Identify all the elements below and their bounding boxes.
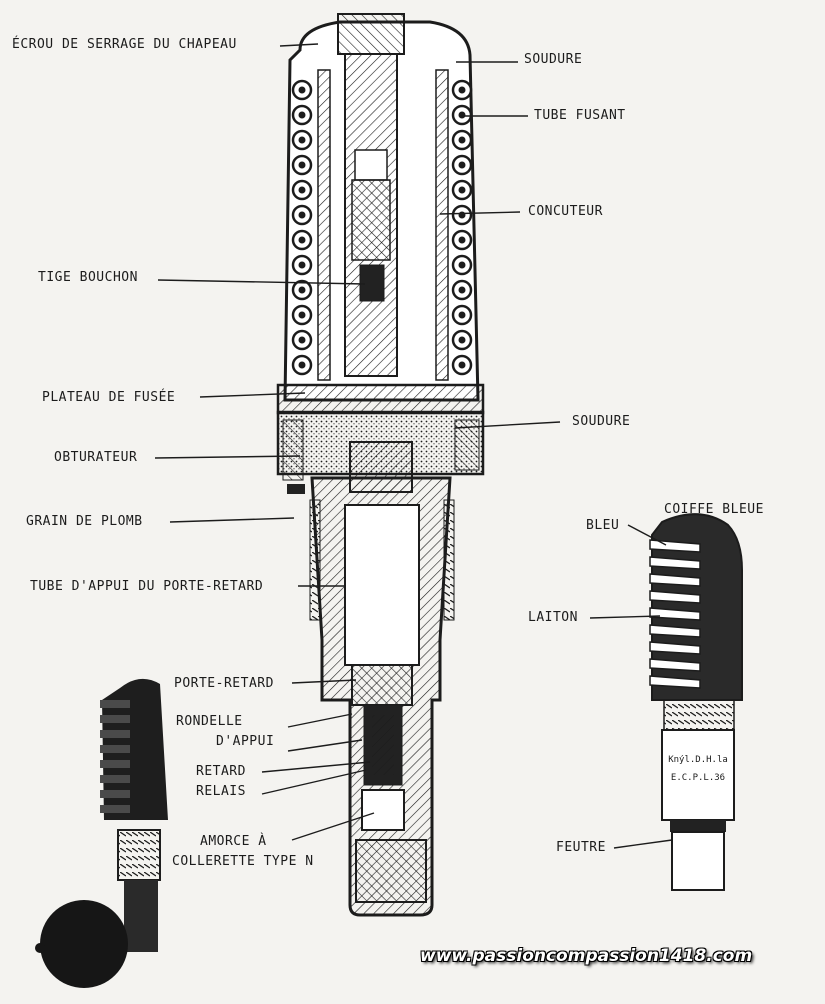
laiton-rib bbox=[649, 607, 701, 621]
coil-bead-core bbox=[298, 311, 306, 319]
label-obturateur: OBTURATEUR bbox=[54, 450, 138, 465]
label-rondelle-2: D'APPUI bbox=[216, 734, 275, 749]
photo-rib bbox=[100, 790, 130, 798]
bottom-cap bbox=[355, 839, 427, 903]
label-coiffe: COIFFE BLEUE bbox=[664, 502, 764, 517]
label-porte-retard: PORTE-RETARD bbox=[174, 676, 274, 691]
photo-ball-knob bbox=[35, 943, 45, 953]
coil-bead-core bbox=[298, 261, 306, 269]
coil-bead-core bbox=[458, 336, 466, 344]
label-soudure-mid: SOUDURE bbox=[572, 414, 631, 429]
label-rondelle-1: RONDELLE bbox=[176, 714, 243, 729]
thread-left bbox=[309, 499, 321, 621]
coil-bead-core bbox=[458, 161, 466, 169]
label-amorce-1: AMORCE À bbox=[200, 834, 267, 849]
photo-rib bbox=[100, 700, 130, 708]
coil-bead-core bbox=[298, 211, 306, 219]
laiton-rib bbox=[649, 641, 701, 655]
label-tube-fusant: TUBE FUSANT bbox=[534, 108, 626, 123]
photo-ball bbox=[40, 900, 128, 988]
coil-bead-core bbox=[458, 136, 466, 144]
coil-bead-core bbox=[458, 111, 466, 119]
label-amorce-2: COLLERETTE TYPE N bbox=[172, 854, 314, 869]
label-plateau: PLATEAU DE FUSÉE bbox=[42, 390, 176, 405]
coil-bead-core bbox=[298, 186, 306, 194]
laiton-rib bbox=[649, 556, 701, 570]
tube-appui-bore bbox=[344, 504, 420, 666]
laiton-rib bbox=[649, 658, 701, 672]
laiton-rib bbox=[649, 573, 701, 587]
feutre-ring bbox=[670, 820, 726, 832]
coil-bead-core bbox=[298, 136, 306, 144]
right-fuse-view bbox=[649, 513, 743, 891]
photo-fuse bbox=[35, 678, 168, 988]
label-feutre: FEUTRE bbox=[556, 840, 606, 855]
obturateur-left bbox=[282, 419, 304, 481]
photo-rib bbox=[100, 715, 130, 723]
concuteur-cavity bbox=[354, 149, 388, 181]
coil-bead-core bbox=[458, 286, 466, 294]
label-laiton: LAITON bbox=[528, 610, 578, 625]
coil-bead-core bbox=[298, 111, 306, 119]
label-concuteur: CONCUTEUR bbox=[528, 204, 603, 219]
tige-bouchon-block bbox=[359, 264, 385, 302]
label-tige-bouchon: TIGE BOUCHON bbox=[38, 270, 138, 285]
threaded-neck bbox=[663, 699, 735, 731]
photo-thread bbox=[117, 829, 161, 881]
bottom-stem bbox=[671, 831, 725, 891]
photo-rib bbox=[100, 775, 130, 783]
grain-de-plomb bbox=[287, 484, 305, 494]
watermark-url: www.passioncompassion1418.com bbox=[420, 946, 753, 966]
photo-rib bbox=[100, 760, 130, 768]
coil-bead-core bbox=[458, 261, 466, 269]
photo-cap bbox=[102, 678, 168, 820]
coil-bead-core bbox=[298, 286, 306, 294]
label-bleu: BLEU bbox=[586, 518, 620, 533]
laiton-rib bbox=[649, 590, 701, 604]
coil-bead-core bbox=[298, 361, 306, 369]
stamp-line-2: E.C.P.L.36 bbox=[671, 773, 725, 783]
stamp-line-1: Knýl.D.H.la bbox=[668, 755, 728, 765]
label-retard-1: RETARD bbox=[196, 764, 246, 779]
photo-rib bbox=[100, 805, 130, 813]
coil-bead-core bbox=[458, 311, 466, 319]
label-soudure-top: SOUDURE bbox=[524, 52, 583, 67]
photo-stem bbox=[124, 880, 158, 952]
ecrou-nut bbox=[337, 13, 405, 55]
tube-fusant-coil-left bbox=[291, 79, 313, 376]
main-fuse-section bbox=[276, 13, 485, 917]
photo-rib bbox=[100, 745, 130, 753]
label-retard-2: RELAIS bbox=[196, 784, 246, 799]
coil-bead-core bbox=[458, 186, 466, 194]
plateau-fusee bbox=[276, 383, 485, 415]
thread-right bbox=[443, 499, 455, 621]
label-grain: GRAIN DE PLOMB bbox=[26, 514, 143, 529]
inner-wall-left bbox=[317, 69, 331, 381]
concuteur-body bbox=[351, 179, 391, 261]
tube-fusant-coil-right bbox=[451, 79, 473, 376]
laiton-rib bbox=[649, 675, 701, 689]
porte-retard bbox=[351, 664, 413, 706]
coil-bead-core bbox=[298, 86, 306, 94]
amorce bbox=[361, 789, 405, 831]
label-ecrou: ÉCROU DE SERRAGE DU CHAPEAU bbox=[12, 37, 237, 52]
coil-bead-core bbox=[298, 236, 306, 244]
label-tube-appui: TUBE D'APPUI DU PORTE-RETARD bbox=[30, 579, 264, 594]
coil-bead-core bbox=[458, 86, 466, 94]
coil-bead-core bbox=[298, 336, 306, 344]
laiton-rib bbox=[649, 624, 701, 638]
coil-bead-core bbox=[298, 161, 306, 169]
photo-rib bbox=[100, 730, 130, 738]
coil-bead-core bbox=[458, 361, 466, 369]
inner-wall-right bbox=[435, 69, 449, 381]
leader-lines bbox=[154, 43, 673, 849]
laiton-ribs bbox=[649, 539, 701, 689]
coil-bead-core bbox=[458, 211, 466, 219]
retard-core bbox=[372, 715, 394, 775]
coil-bead-core bbox=[458, 236, 466, 244]
stamped-body bbox=[661, 729, 735, 821]
